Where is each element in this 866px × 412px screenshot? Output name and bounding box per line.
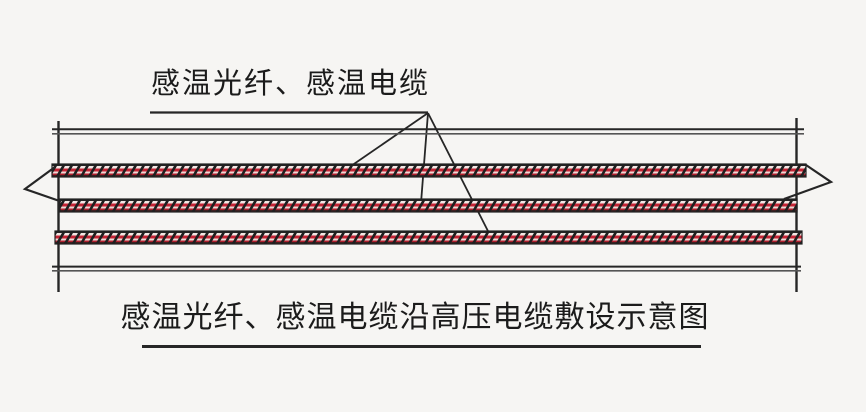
leader-line-2 xyxy=(420,112,429,204)
callout-label: 感温光纤、感温电缆 xyxy=(151,66,431,100)
sensing-cable-band-1 xyxy=(51,163,807,178)
caption-title: 感温光纤、感温电缆沿高压电缆敷设示意图 xyxy=(120,300,710,335)
leader-line-1 xyxy=(350,112,429,167)
caption-underline xyxy=(142,345,701,348)
sensing-cable-band-3 xyxy=(54,230,803,245)
break-symbol-right xyxy=(783,164,834,201)
break-symbol-left xyxy=(22,166,62,203)
sensing-cable-band-2 xyxy=(59,198,798,213)
